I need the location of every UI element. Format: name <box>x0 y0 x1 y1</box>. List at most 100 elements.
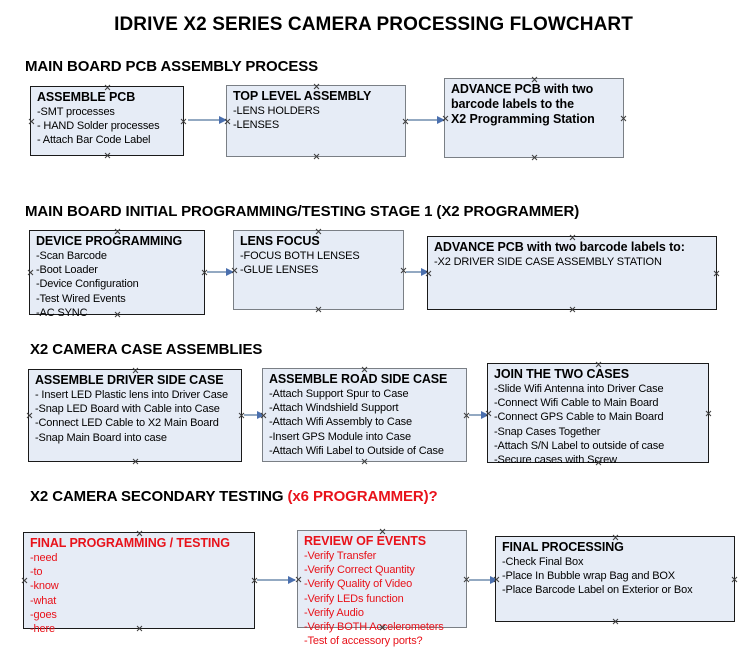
box-header: ASSEMBLE ROAD SIDE CASE <box>269 372 448 386</box>
arrow-shaft <box>469 579 497 582</box>
connector-handle-bottom[interactable] <box>104 152 111 159</box>
box-item: -know <box>30 580 59 593</box>
box-item: X2 Programming Station <box>451 112 595 126</box>
box-item: -FOCUS BOTH LENSES <box>240 250 360 262</box>
box-header: JOIN THE TWO CASES <box>494 367 630 381</box>
connector-handle-bottom[interactable] <box>313 153 320 160</box>
box-item: barcode labels to the <box>451 97 574 111</box>
box-review-of-events[interactable]: REVIEW OF EVENTS -Verify Transfer -Verif… <box>297 530 467 647</box>
box-header: ASSEMBLE DRIVER SIDE CASE <box>35 373 224 387</box>
box-item: -goes <box>30 608 57 621</box>
page-title: IDRIVE X2 SERIES CAMERA PROCESSING FLOWC… <box>114 14 633 35</box>
box-header: DEVICE PROGRAMMING <box>36 234 183 248</box>
box-advance-pcb-1[interactable]: ADVANCE PCB with two barcode labels to t… <box>444 78 624 158</box>
box-header: ASSEMBLE PCB <box>37 90 136 104</box>
arrow-shaft <box>257 579 295 582</box>
box-advance-pcb-2[interactable]: ADVANCE PCB with two barcode labels to: … <box>427 236 717 310</box>
arrow-3-1 <box>244 411 265 420</box>
arrow-1-1 <box>188 116 227 125</box>
box-item: -Snap LED Board with Cable into Case <box>35 403 220 416</box>
box-item: - HAND Solder processes <box>37 120 160 133</box>
box-item: -to <box>30 566 43 579</box>
connector-handle-left[interactable] <box>27 269 34 276</box>
box-item: -Attach S/N Label to outside of case <box>494 439 665 452</box>
arrow-head <box>219 116 227 124</box>
box-header: ADVANCE PCB with two <box>451 82 594 96</box>
box-device-programming[interactable]: DEVICE PROGRAMMING -Scan Barcode -Boot L… <box>27 230 205 319</box>
arrow-head <box>490 576 498 584</box>
box-header: FINAL PROGRAMMING / TESTING <box>30 536 230 550</box>
box-item: -here <box>30 623 55 636</box>
section-heading-1: MAIN BOARD PCB ASSEMBLY PROCESS <box>25 58 318 75</box>
box-item: -Verify Transfer <box>304 550 377 562</box>
box-item: -Verify Correct Quantity <box>304 564 415 577</box>
arrow-shaft <box>244 414 264 417</box>
box-item: -Attach Support Spur to Case <box>269 388 409 400</box>
arrow-shaft <box>408 119 444 122</box>
box-item: -Verify LEDs function <box>304 592 404 605</box>
box-item: -Connect Wifi Cable to Main Board <box>494 397 659 410</box>
box-item: -Connect LED Cable to X2 Main Board <box>35 417 219 430</box>
box-assemble-pcb[interactable]: ASSEMBLE PCB -SMT processes - HAND Solde… <box>30 86 184 156</box>
box-item: -Scan Barcode <box>36 250 107 262</box>
box-item: -Check Final Box <box>502 556 584 568</box>
arrow-head <box>421 268 429 276</box>
box-item: -Connect GPS Cable to Main Board <box>494 411 664 424</box>
box-header: ADVANCE PCB with two barcode labels to: <box>434 240 685 254</box>
section-heading-3: X2 CAMERA CASE ASSEMBLIES <box>30 341 262 358</box>
connector-handle-bottom[interactable] <box>569 306 576 313</box>
arrow-shaft <box>406 271 428 274</box>
box-header: LENS FOCUS <box>240 234 320 248</box>
box-item: -Place In Bubble wrap Bag and BOX <box>502 570 675 583</box>
connector-handle-bottom[interactable] <box>531 154 538 161</box>
box-item: -what <box>30 594 57 607</box>
section-heading-2-text: MAIN BOARD INITIAL PROGRAMMING/TESTING S… <box>25 203 580 220</box>
box-item: -Insert GPS Module into Case <box>269 430 411 443</box>
box-item: -LENS HOLDERS <box>233 105 320 117</box>
box-item: -Place Barcode Label on Exterior or Box <box>502 584 693 597</box>
box-lens-focus[interactable]: LENS FOCUS -FOCUS BOTH LENSES -GLUE LENS… <box>233 230 404 310</box>
connector-handle-bottom[interactable] <box>361 458 368 465</box>
box-item: -Verify Audio <box>304 606 364 619</box>
connector-handle-bottom[interactable] <box>612 618 619 625</box>
box-final-processing[interactable]: FINAL PROCESSING -Check Final Box -Place… <box>495 536 735 622</box>
box-top-level-assembly[interactable]: TOP LEVEL ASSEMBLY -LENS HOLDERS -LENSES <box>226 85 406 157</box>
box-header: FINAL PROCESSING <box>502 540 624 554</box>
box-item: -Attach Wifi Assembly to Case <box>269 416 412 429</box>
box-item: -Slide Wifi Antenna into Driver Case <box>494 383 664 395</box>
section-heading-1-text: MAIN BOARD PCB ASSEMBLY PROCESS <box>25 58 319 75</box>
arrow-shaft <box>207 271 233 274</box>
box-header: REVIEW OF EVENTS <box>304 534 427 548</box>
section-heading-2: MAIN BOARD INITIAL PROGRAMMING/TESTING S… <box>25 203 579 220</box>
box-item: - Attach Bar Code Label <box>37 134 151 147</box>
connector-handle-left[interactable] <box>28 118 35 125</box>
box-join-the-two-cases[interactable]: JOIN THE TWO CASES -Slide Wifi Antenna i… <box>487 363 709 466</box>
box-item: -GLUE LENSES <box>240 264 319 277</box>
box-header: TOP LEVEL ASSEMBLY <box>233 89 372 103</box>
box-final-programming-testing[interactable]: FINAL PROGRAMMING / TESTING -need -to -k… <box>21 532 255 635</box>
arrow-shaft <box>469 414 488 417</box>
arrow-head <box>257 411 265 419</box>
box-item: -AC SYNC <box>36 306 88 319</box>
connector-handle-left[interactable] <box>21 577 28 584</box>
box-item: -Snap Main Board into case <box>35 431 167 444</box>
box-item: -Attach Wifi Label to Outside of Case <box>269 444 444 457</box>
connector-handle-bottom[interactable] <box>132 458 139 465</box>
arrow-head <box>226 268 234 276</box>
box-item-overflow: -Test of accessory ports? <box>304 635 423 648</box>
box-assemble-road-side-case[interactable]: ASSEMBLE ROAD SIDE CASE -Attach Support … <box>262 368 467 462</box>
section-heading-4-note: (x6 PROGRAMMER)? <box>287 488 438 505</box>
box-item: -Secure cases with Screw <box>494 454 617 467</box>
box-assemble-driver-side-case[interactable]: ASSEMBLE DRIVER SIDE CASE - Insert LED P… <box>28 369 242 462</box>
arrow-shaft <box>188 119 226 122</box>
arrow-2-1 <box>207 268 234 277</box>
arrow-head <box>288 576 296 584</box>
arrow-4-2 <box>469 576 498 585</box>
connector-handle-bottom[interactable] <box>315 306 322 313</box>
connector-handle-right[interactable] <box>713 270 720 277</box>
connector-handle-left[interactable] <box>26 412 33 419</box>
box-item: -Device Configuration <box>36 278 139 291</box>
arrow-2-2 <box>406 268 429 277</box>
box-item: -LENSES <box>233 119 280 132</box>
